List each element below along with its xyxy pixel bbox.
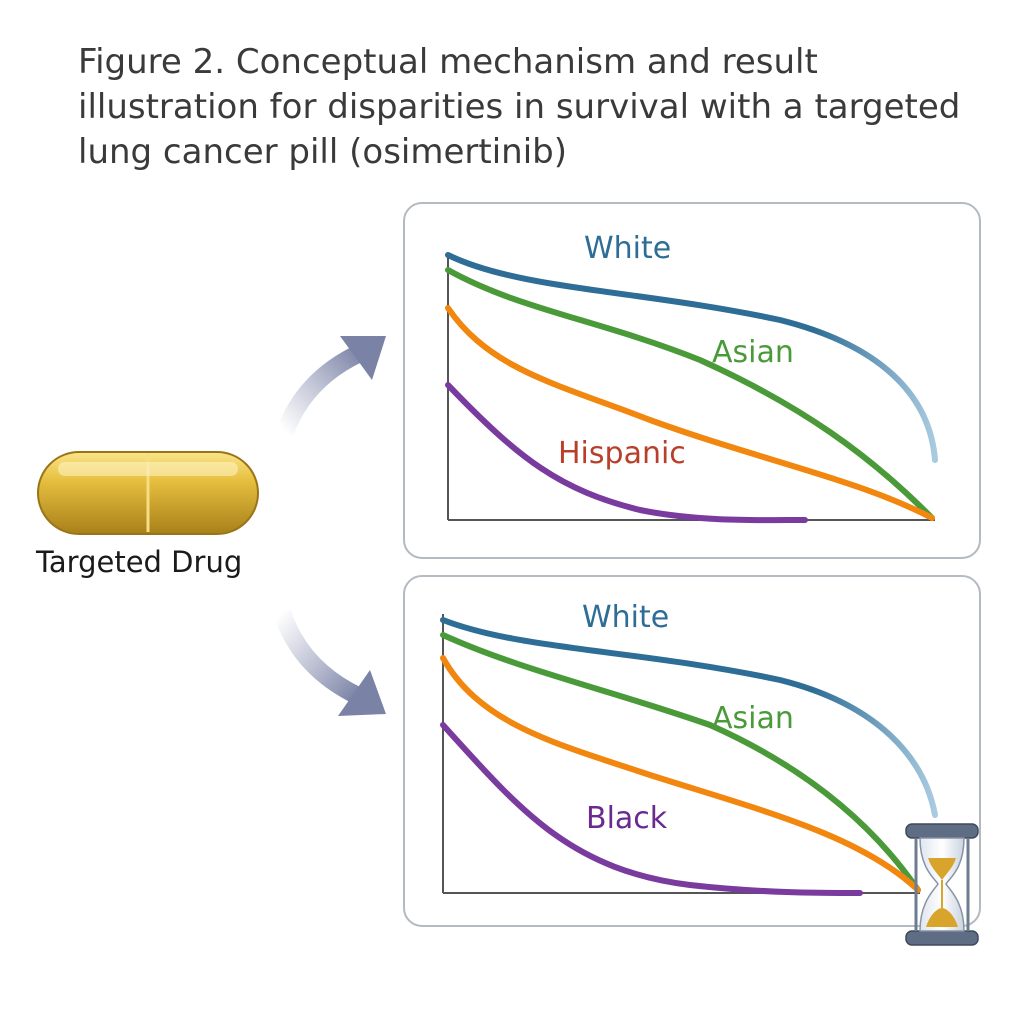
curve-black (440, 722, 863, 896)
series-label-white: White (582, 600, 669, 635)
series-label-white: White (584, 231, 671, 266)
arrow-down-icon (273, 609, 386, 716)
drug-label: Targeted Drug (36, 545, 243, 579)
series-label-black: Black (586, 801, 668, 836)
arrow-up-icon (276, 336, 386, 436)
curve-orange (440, 655, 921, 893)
curve-asian (440, 632, 921, 893)
series-label-asian: Asian (712, 335, 794, 370)
figure-title: Figure 2. Conceptual mechanism and resul… (78, 42, 961, 172)
curve-asian (445, 267, 935, 521)
curve-white (440, 617, 938, 818)
capsule-icon (37, 451, 259, 535)
survival-panel-bottom: White Asian Black (403, 575, 981, 927)
series-label-asian: Asian (712, 701, 794, 736)
survival-panel-top: White Asian Hispanic (403, 202, 981, 559)
series-label-hispanic: Hispanic (558, 436, 686, 471)
curve-white (445, 252, 938, 463)
curve-orange (445, 305, 935, 521)
hourglass-icon (905, 823, 979, 946)
curve-hispanic (445, 382, 808, 524)
